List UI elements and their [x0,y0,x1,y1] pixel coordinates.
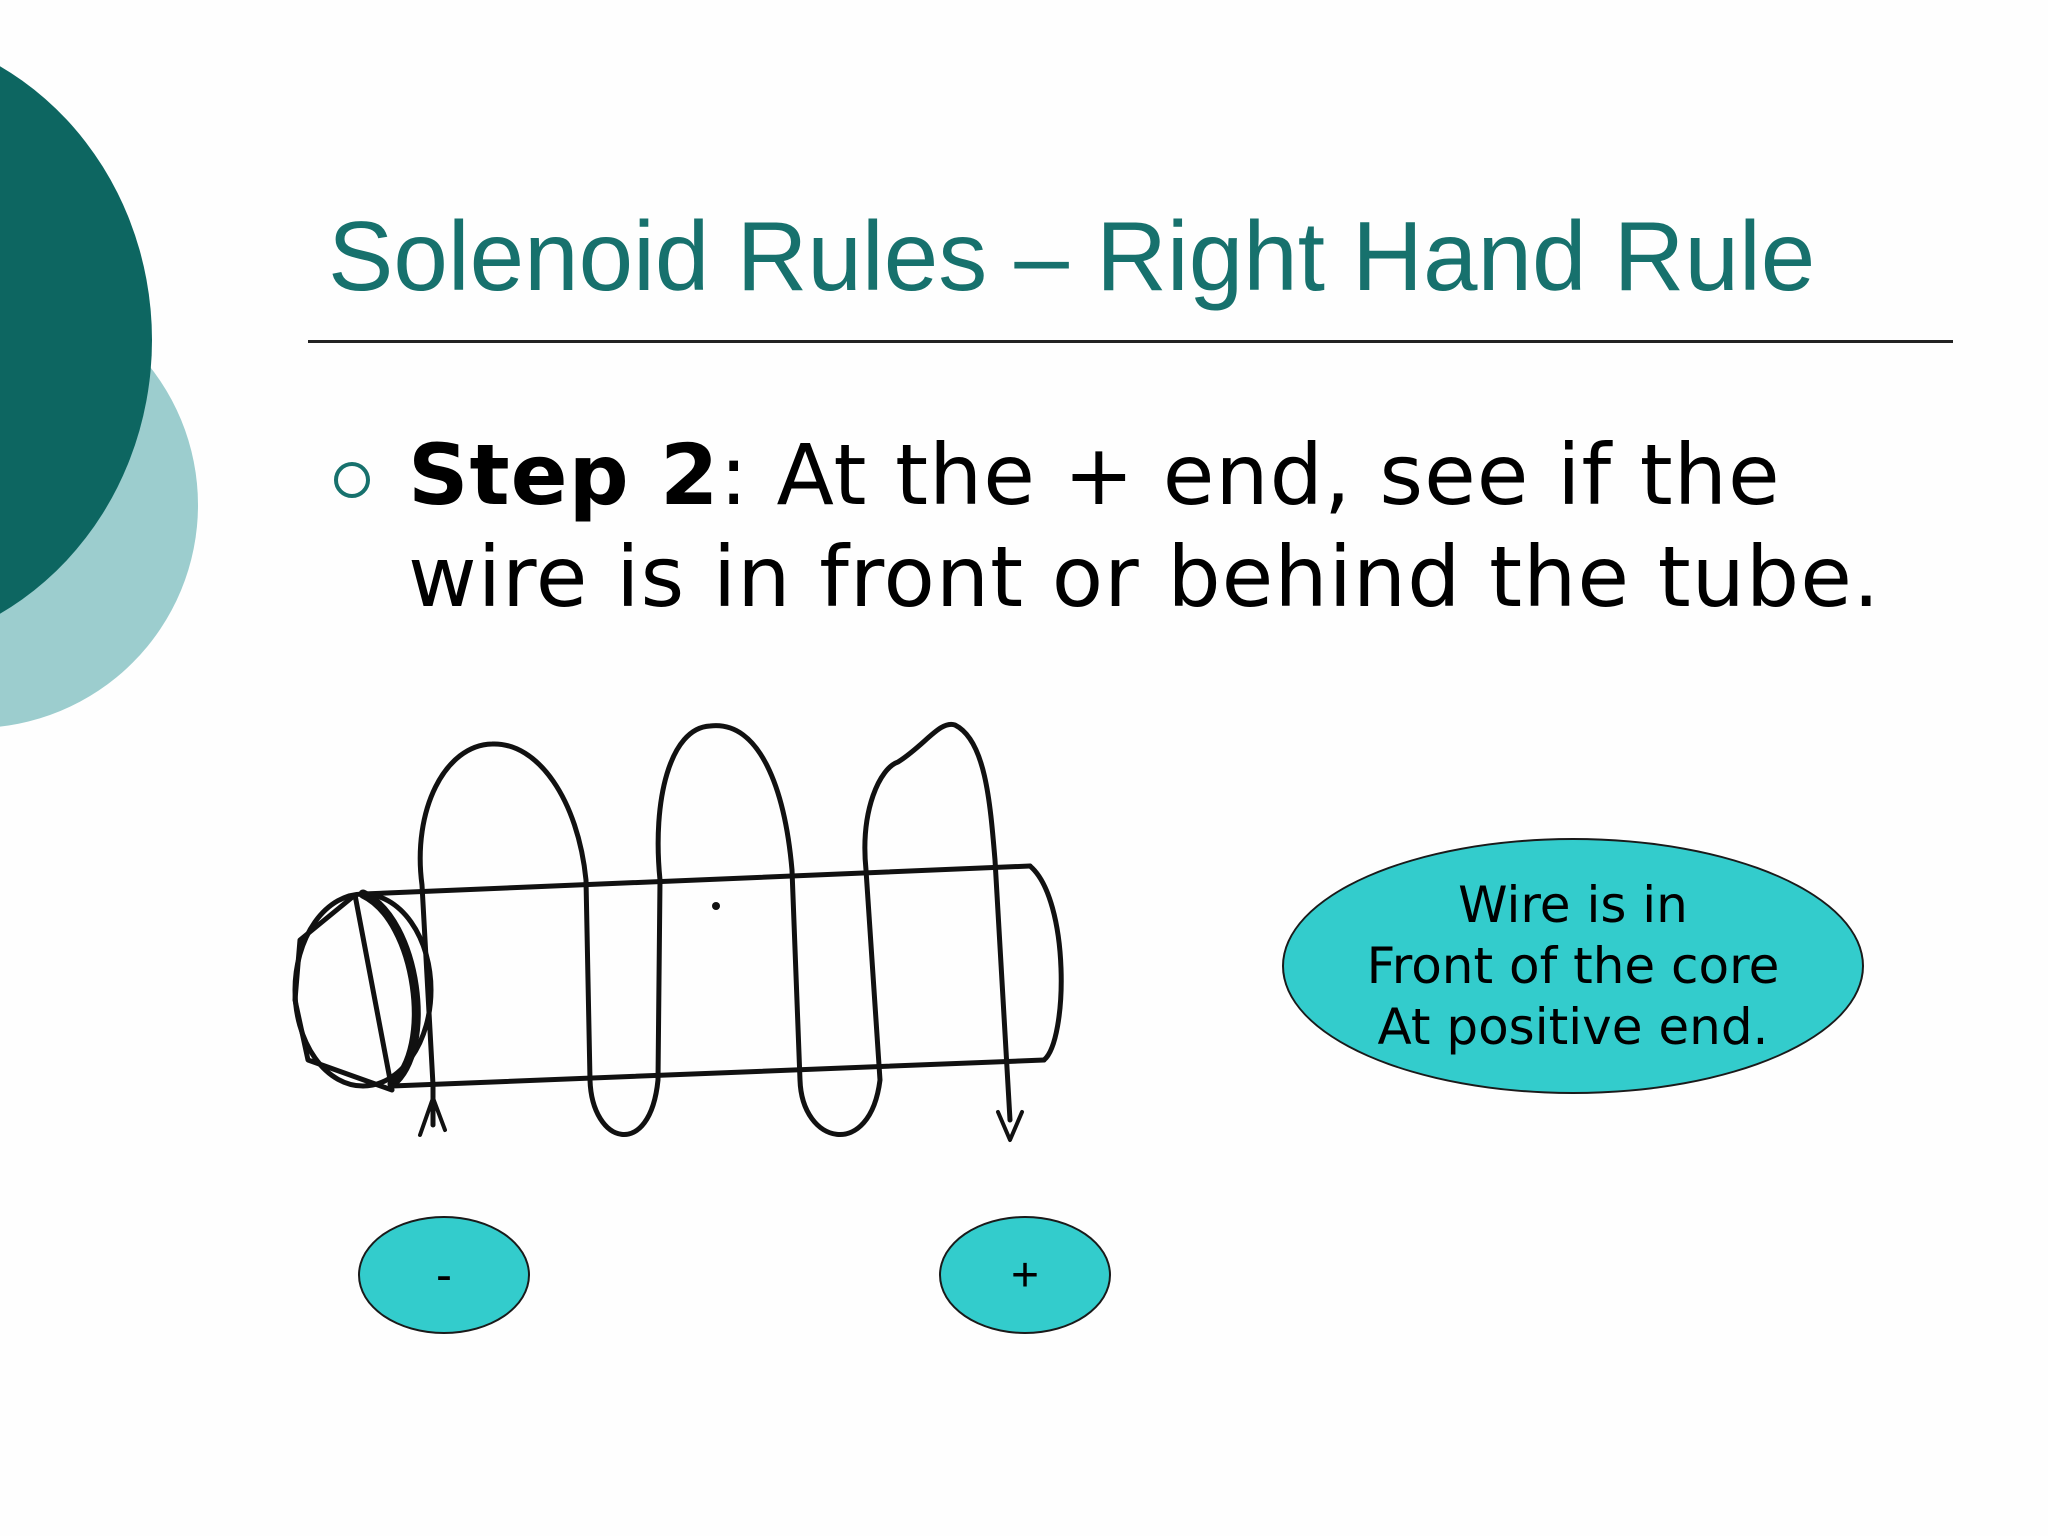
tube-bottom-edge [389,1057,1047,1089]
bullet-body: : At the + end, see if the wire is in fr… [408,426,1881,626]
tube-far-end [1027,863,1064,1063]
coil-wire [417,721,1013,1137]
tube-end-rim [358,889,421,1089]
bullet-lead: Step 2 [408,426,720,524]
callout-line: Front of the core [1366,936,1780,995]
positive-terminal-label: + [939,1216,1111,1334]
decorative-circles [0,66,198,727]
tube-end-cap [292,892,395,1093]
arrow-down-icon [996,1110,1024,1142]
negative-terminal-label: - [358,1216,530,1334]
arrow-up-icon [418,1096,447,1137]
callout-line: Wire is in [1458,875,1688,934]
callout-line: At positive end. [1377,997,1769,1056]
callout-bubble: Wire is in Front of the core At positive… [1282,838,1864,1094]
tube-top-edge [360,863,1033,897]
decor-circle-dark [0,66,152,614]
title-divider [308,340,1953,343]
solenoid-diagram [292,721,1064,1142]
callout-text: Wire is in Front of the core At positive… [1367,875,1780,1058]
tube-dot [712,902,720,910]
hollow-circle-bullet-icon [334,462,370,498]
slide-title: Solenoid Rules – Right Hand Rule [328,201,1816,311]
bullet-point: Step 2: At the + end, see if the wire is… [408,424,1968,628]
